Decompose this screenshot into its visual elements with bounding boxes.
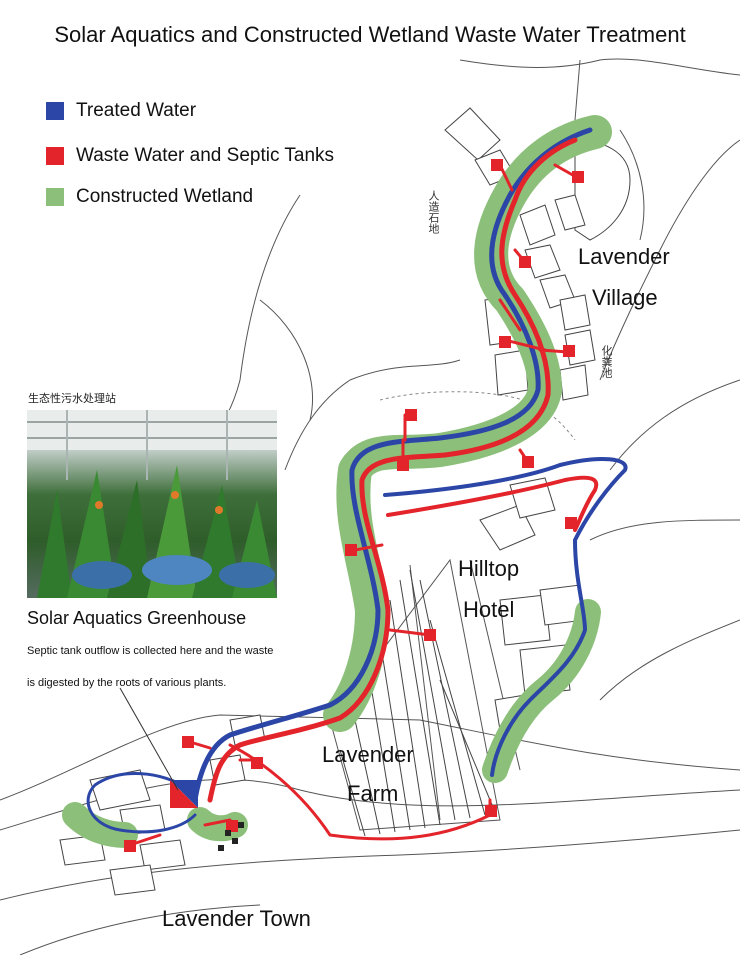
label-lavender-farm: Lavender	[322, 742, 414, 767]
septic-tanks	[124, 159, 584, 852]
label-hilltop: Hilltop	[458, 556, 520, 581]
greenhouse-title: Solar Aquatics Greenhouse	[27, 608, 247, 628]
label-septic-cn: 化粪池	[600, 345, 612, 378]
legend-wetland: Constructed Wetland	[46, 186, 253, 208]
legend-label: Constructed Wetland	[76, 186, 254, 207]
legend-swatch-blue	[46, 102, 64, 120]
label-farm: Farm	[347, 781, 399, 806]
greenhouse-desc-line-2: is digested by the roots of various plan…	[27, 677, 227, 689]
greenhouse-marker	[119, 687, 198, 808]
label-lavender-town: Lavender Town	[162, 906, 311, 931]
treated-water-pipes	[86, 127, 628, 834]
town-marks	[218, 822, 244, 851]
legend-waste-water: Waste Water and Septic Tanks	[46, 145, 334, 167]
legend-treated-water: Treated Water	[46, 100, 196, 122]
label-lavender-village: Lavender	[578, 244, 670, 269]
label-hotel: Hotel	[463, 597, 515, 622]
legend-swatch-red	[46, 147, 64, 165]
legend-swatch-green	[46, 188, 64, 206]
greenhouse-photo-drawing	[27, 410, 277, 598]
legend-label: Waste Water and Septic Tanks	[76, 145, 335, 166]
legend-label: Treated Water	[76, 100, 197, 121]
label-wetland-cn: 人造石地	[427, 190, 439, 234]
greenhouse-desc-line-1: Septic tank outflow is collected here an…	[27, 645, 274, 657]
page-title: Solar Aquatics and Constructed Wetland W…	[54, 22, 686, 47]
photo-caption: 生态性污水处理站	[28, 393, 116, 405]
greenhouse-photo	[27, 410, 277, 598]
farm-hatching	[339, 569, 496, 837]
label-lavender-village-2: Village	[592, 285, 658, 310]
